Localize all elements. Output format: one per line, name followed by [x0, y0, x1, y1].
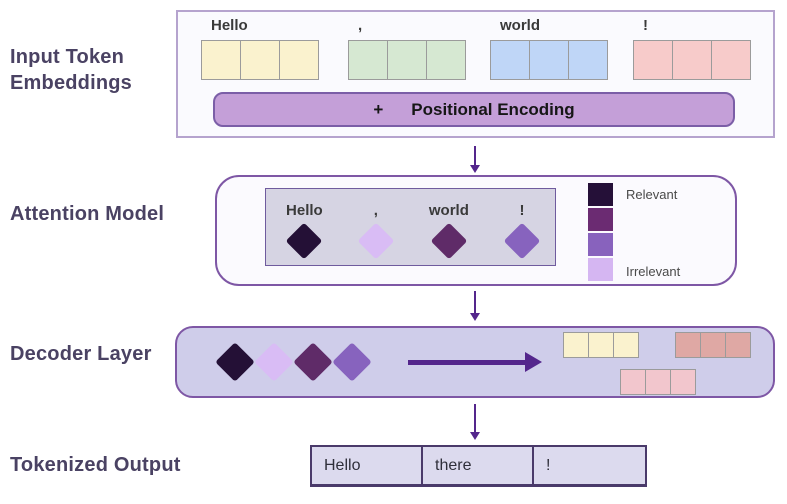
- legend-relevant-label: Relevant: [626, 187, 678, 202]
- down-arrow-icon: [470, 146, 480, 173]
- embedding-cell: [240, 40, 280, 80]
- embedding-cell: [387, 40, 427, 80]
- legend-swatch: [588, 233, 613, 256]
- input-embeddings-box: Hello , world !: [176, 10, 775, 138]
- right-arrow-icon: [408, 352, 542, 372]
- embedding-cell: [426, 40, 466, 80]
- positional-encoding-text: Positional Encoding: [411, 99, 575, 119]
- embedding-cell: [633, 40, 673, 80]
- legend-swatch-relevant: [588, 183, 613, 206]
- embedding-cell: [711, 40, 751, 80]
- attention-model-box: Hello , world ! Relevant Irrelevant: [215, 175, 737, 286]
- embedding-cell: [201, 40, 241, 80]
- embedding-cell: [279, 40, 319, 80]
- token-cell: [645, 369, 671, 395]
- token-group-comma: ,: [348, 17, 466, 80]
- token-cell: [725, 332, 751, 358]
- attention-token-comma: ,: [357, 202, 395, 260]
- token-cell: [675, 332, 701, 358]
- embedding-cell: [490, 40, 530, 80]
- decoder-diamond-icon: [332, 342, 372, 382]
- down-arrow-icon: [470, 291, 480, 321]
- decoder-output-tokens-pink: [620, 369, 696, 395]
- positional-encoding-bar: + Positional Encoding: [213, 92, 735, 127]
- attention-diamond-icon: [430, 222, 468, 260]
- token-label: ,: [373, 202, 378, 219]
- decoder-diamond-icon: [293, 342, 333, 382]
- token-cell: [588, 332, 614, 358]
- down-arrow-icon: [470, 404, 480, 440]
- tokenized-output-label: Tokenized Output: [10, 454, 181, 476]
- token-label: ,: [358, 17, 363, 34]
- token-cell: [620, 369, 646, 395]
- embedding-cell: [348, 40, 388, 80]
- output-cell: there: [423, 447, 534, 484]
- decoder-output-tokens-salmon: [675, 332, 751, 358]
- token-label: world: [428, 202, 469, 219]
- token-cell: [670, 369, 696, 395]
- attention-diamond-icon: [357, 222, 395, 260]
- token-cell: [563, 332, 589, 358]
- decoder-diamond-icon: [254, 342, 294, 382]
- legend-swatch-irrelevant: [588, 258, 613, 281]
- attention-diamond-icon: [285, 222, 323, 260]
- token-group-hello: Hello: [201, 17, 319, 80]
- token-label: !: [519, 202, 525, 219]
- output-cell: !: [546, 457, 551, 474]
- token-cell: [700, 332, 726, 358]
- decoder-layer-box: [175, 326, 775, 398]
- attention-token-hello: Hello: [285, 202, 323, 260]
- embedding-cells: [633, 40, 751, 80]
- embedding-cell: [568, 40, 608, 80]
- token-group-exclaim: !: [633, 17, 751, 80]
- attention-model-label: Attention Model: [10, 203, 165, 225]
- attention-tokens-box: Hello , world !: [265, 188, 556, 266]
- attention-token-exclaim: !: [503, 202, 541, 260]
- tokenized-output-table: Hello there !: [310, 445, 647, 487]
- plus-sign: +: [373, 99, 384, 119]
- token-label: Hello: [286, 202, 323, 219]
- input-embeddings-label: Input Token Embeddings: [10, 46, 133, 94]
- decoder-layer-label: Decoder Layer: [10, 343, 152, 365]
- token-group-world: world: [490, 17, 608, 80]
- output-cell: Hello: [312, 447, 423, 484]
- relevance-legend: Relevant Irrelevant: [588, 183, 680, 283]
- legend-irrelevant-label: Irrelevant: [626, 264, 681, 279]
- decoder-diamond-icon: [215, 342, 255, 382]
- embedding-cell: [529, 40, 569, 80]
- token-label: world: [500, 17, 540, 34]
- embedding-cells: [490, 40, 608, 80]
- attention-diamond-icon: [503, 222, 541, 260]
- embedding-cell: [672, 40, 712, 80]
- token-label: !: [643, 17, 648, 34]
- token-label: Hello: [211, 17, 248, 34]
- token-cell: [613, 332, 639, 358]
- legend-swatch: [588, 208, 613, 231]
- attention-token-world: world: [428, 202, 469, 260]
- decoder-diamonds: [215, 342, 372, 382]
- embedding-cells: [348, 40, 466, 80]
- decoder-output-tokens-yellow: [563, 332, 639, 358]
- embedding-cells: [201, 40, 319, 80]
